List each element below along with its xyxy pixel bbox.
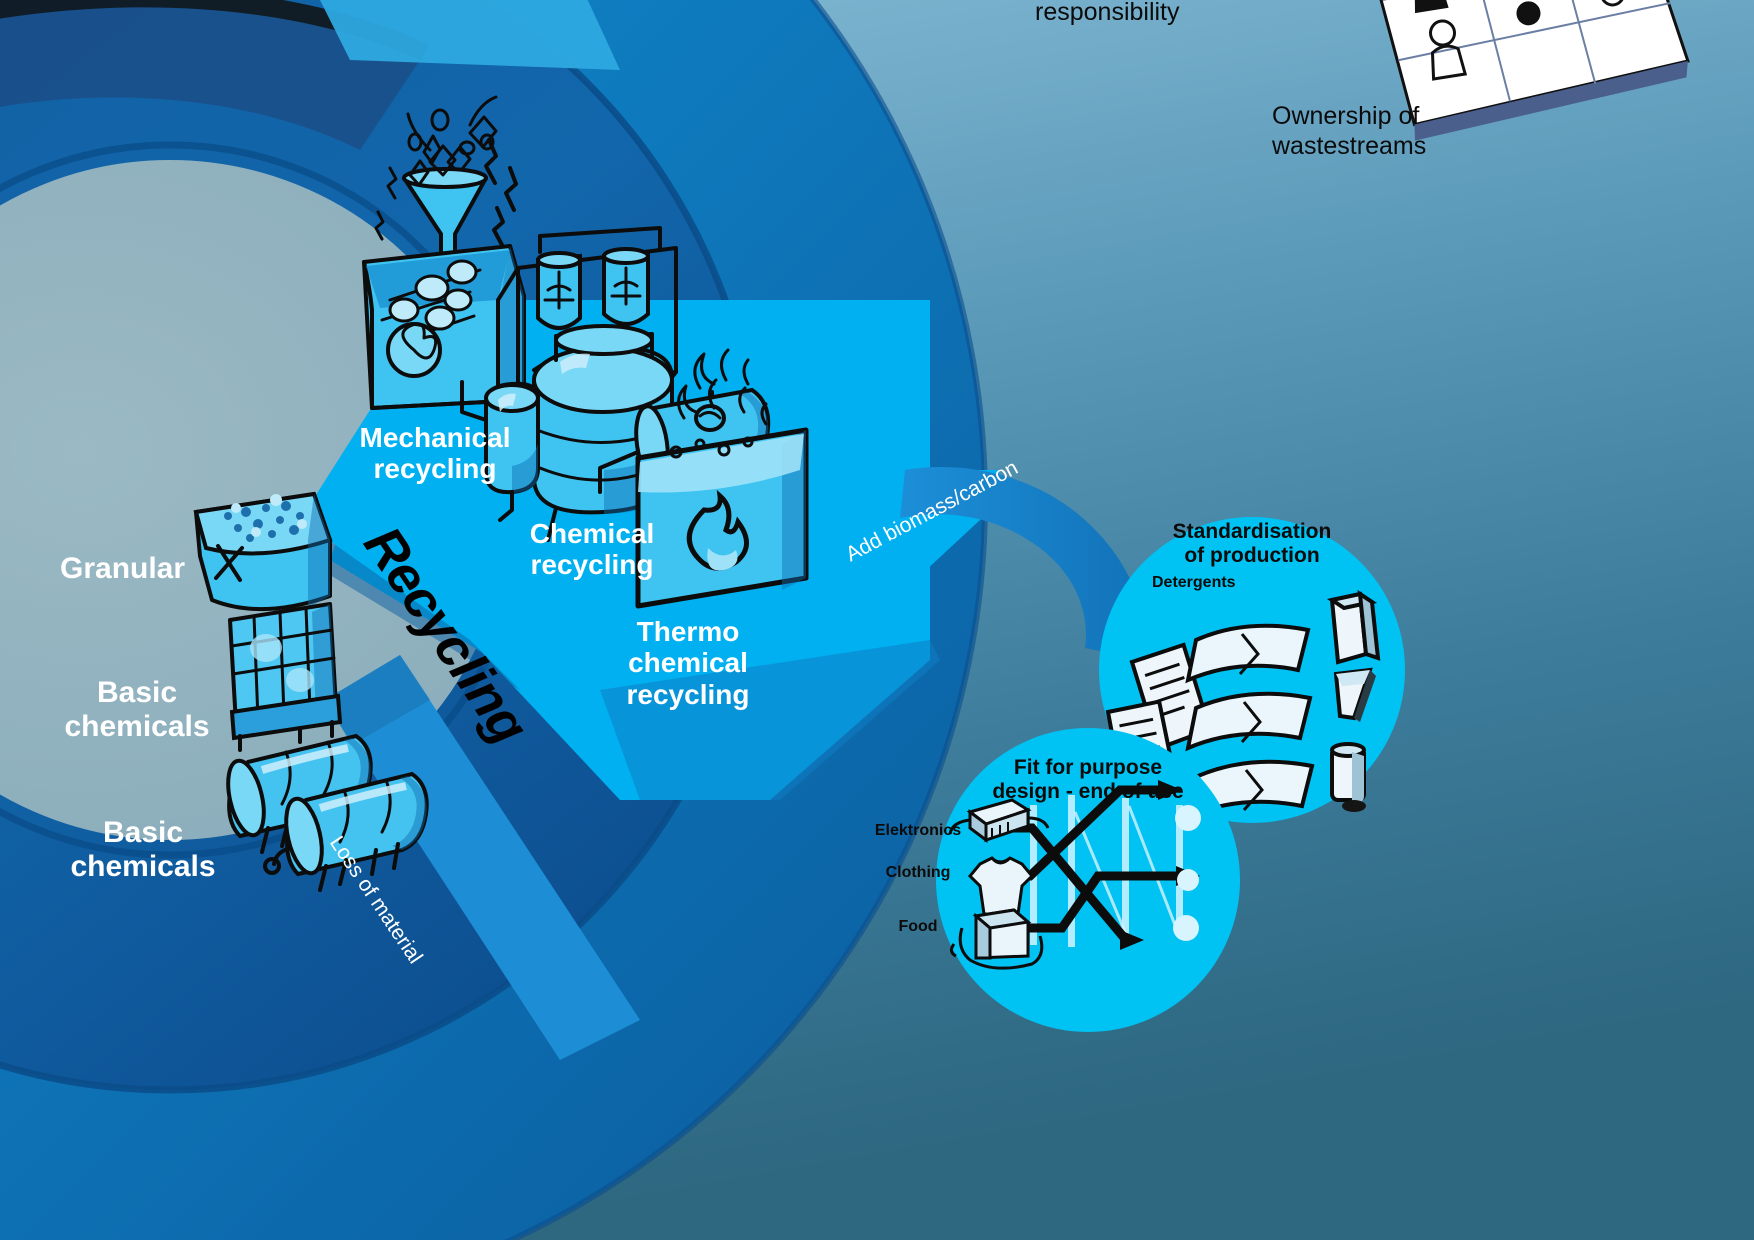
- power-adapter-icon: [948, 798, 1050, 843]
- distillation-column-icon: [532, 324, 714, 542]
- granulate-bin-icon: [193, 491, 333, 612]
- pressure-tank-icon-2: [263, 771, 429, 892]
- ibc-tote-icon: [228, 602, 343, 752]
- people-diagram-icon: [1363, 0, 1690, 141]
- reactor-tanks-icon: [496, 226, 678, 420]
- detergent-pouch-icon: [1333, 667, 1376, 722]
- flame-furnace-icon: [635, 378, 809, 609]
- pressure-vessel-icon: [460, 380, 540, 522]
- chevron-band-icon: [1185, 623, 1315, 820]
- fit-for-purpose-circle: [936, 728, 1240, 1032]
- detergent-bottle-icon: [1330, 742, 1366, 812]
- shredder-icon: [362, 95, 526, 412]
- bread-loaf-icon: [949, 908, 1044, 970]
- detergent-box-icon: [1326, 589, 1381, 665]
